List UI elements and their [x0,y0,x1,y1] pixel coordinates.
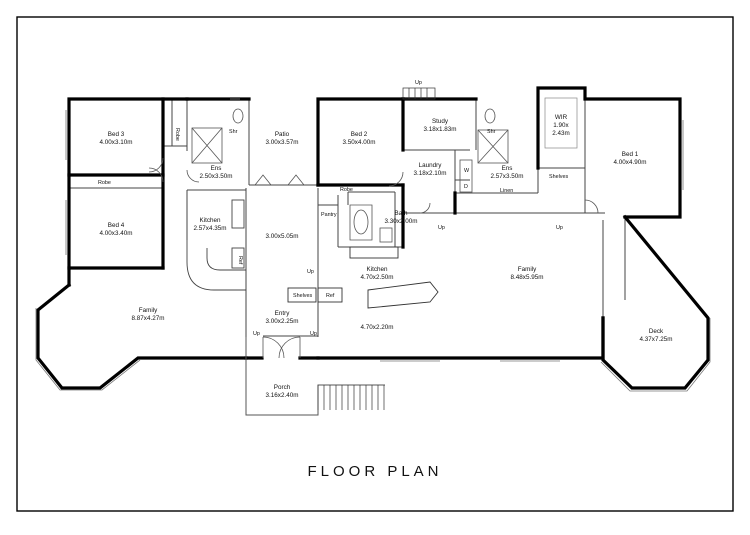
room-name-deck: Deck [649,328,664,335]
room-dims-hall: 3.00x5.05m [266,233,299,240]
room-dims-kitchen-main: 4.70x2.50m [361,274,394,281]
robe-label-vertical: Robe [174,128,180,141]
rear-stairs [402,87,436,100]
room-name-kitchen-left: Kitchen [199,217,221,224]
robe-label-left: Robe [98,180,111,186]
up-marker-entry-right: Up [310,331,317,337]
up-marker-rear: Up [415,80,422,86]
room-dims-bed3: 4.00x3.10m [100,139,133,146]
ref-label-kitchen: Ref [237,256,243,265]
room-name-wir: WIR [555,114,568,121]
room-name-ens-right: Ens [502,165,513,172]
ref-label-entry: Ref [326,293,335,299]
room-dims-entry: 3.00x2.25m [266,318,299,325]
room-name-bed4: Bed 4 [108,222,125,229]
room-name-porch: Porch [274,384,291,391]
room-dims-ens-left: 2.50x3.50m [200,173,233,180]
room-dims-laundry: 3.18x2.10m [414,170,447,177]
room-name-laundry: Laundry [419,162,443,169]
door-swings [148,157,599,359]
room-dims2-wir: 2.43m [552,130,570,137]
room-name-kitchen-main: Kitchen [366,266,388,273]
room-name-bed3: Bed 3 [108,131,125,138]
washer-label: W [464,168,470,174]
left-kitchen-benches [186,199,246,291]
room-dims-wir: 1.90x [553,122,569,129]
room-dims-study: 3.18x1.83m [424,126,457,133]
room-dims-family-left: 8.87x4.27m [132,315,165,322]
up-marker-bed1: Up [556,225,563,231]
up-marker-entry-left: Up [253,331,260,337]
room-dims-ens-right: 2.57x3.50m [491,173,524,180]
room-labels: Bed 3 4.00x3.10m Ens 2.50x3.50m Patio 3.… [100,114,673,399]
level-markers: Up Up Up Up Up Up [253,80,563,337]
room-dims-dining: 4.70x2.20m [361,324,394,331]
room-dims-bath: 3.30x2.00m [385,218,418,225]
interior-walls [69,92,626,337]
room-name-patio: Patio [275,131,290,138]
room-name-study: Study [432,118,449,125]
porch-area [245,337,385,416]
room-name-family-left: Family [139,307,158,314]
shelves-label-bed1: Shelves [549,174,568,180]
up-marker-laundry: Up [438,225,445,231]
window-glazing [35,98,711,392]
plan-title: FLOOR PLAN [307,463,442,480]
sheet-border [16,16,734,512]
room-name-bed1: Bed 1 [622,151,639,158]
linen-label: Linen [500,188,513,194]
up-marker-kitchen: Up [307,269,314,275]
room-dims-bed2: 3.50x4.00m [343,139,376,146]
shower-label-right: Shr [487,129,496,135]
bath-fixtures [191,108,509,243]
room-name-bath: Bath [395,210,408,217]
wir-outline [544,97,578,149]
fixture-labels: Robe Robe Robe Shr Shr Shelves Linen Pan… [98,128,568,299]
room-dims-kitchen-left: 2.57x4.35m [194,225,227,232]
room-name-family-right: Family [518,266,537,273]
room-name-entry: Entry [275,310,291,317]
pantry-label: Pantry [321,212,337,218]
room-dims-family-right: 8.48x5.95m [511,274,544,281]
shelves-label-entry: Shelves [293,293,312,299]
robe-label-bath: Robe [340,187,353,193]
porch-stairs [317,385,385,410]
room-dims-patio: 3.00x3.57m [266,139,299,146]
room-dims-porch: 3.16x2.40m [266,392,299,399]
room-dims-deck: 4.37x7.25m [640,336,673,343]
room-dims-bed4: 4.00x3.40m [100,230,133,237]
room-dims-bed1: 4.00x4.90m [614,159,647,166]
shower-label-left: Shr [229,129,238,135]
exterior-walls [36,86,710,390]
dryer-label: D [464,184,468,190]
room-name-ens-left: Ens [211,165,222,172]
kitchen-island [287,246,439,309]
room-name-bed2: Bed 2 [351,131,368,138]
